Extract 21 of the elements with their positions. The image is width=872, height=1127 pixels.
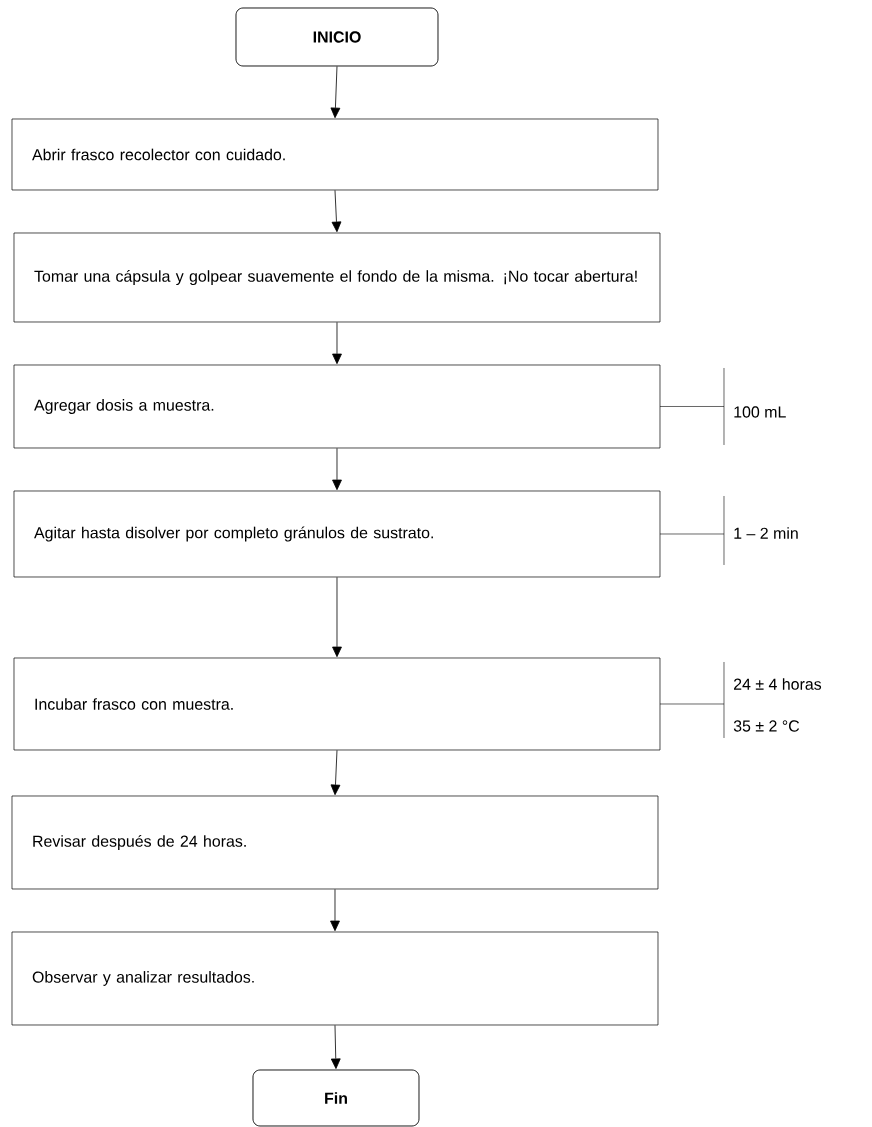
- measure-label: 100 mL: [734, 406, 786, 418]
- arrow: [331, 189, 342, 233]
- process-box: Abrir frasco recolector con cuidado.: [11, 118, 659, 191]
- process-box: Revisar después de 24 horas.: [11, 795, 659, 890]
- arrow: [330, 749, 341, 796]
- process-box: Agitar hasta disolver por completo gránulos de sustrato.: [13, 490, 661, 578]
- process-box: Observar y analizar resultados.: [11, 931, 659, 1026]
- process-box: Tomar una cápsula y golpear suavemente el fondo de la misma. ¡No tocar abertura!: [13, 232, 661, 323]
- measure-label: 35 ± 2 °C: [733, 720, 800, 732]
- process-box: Agregar dosis a muestra.: [13, 364, 661, 449]
- arrow: [332, 321, 342, 365]
- arrow: [330, 66, 341, 119]
- arrow: [332, 576, 342, 658]
- arrow: [330, 1024, 341, 1069]
- terminal-box: INICIO: [235, 7, 439, 67]
- arrow: [332, 447, 342, 491]
- measure-label: 1 – 2 min: [734, 527, 798, 539]
- arrow: [330, 888, 340, 932]
- measure-label: 24 ± 4 horas: [734, 678, 822, 690]
- terminal-box: Fin: [252, 1069, 420, 1127]
- process-box: Incubar frasco con muestra.: [13, 657, 661, 751]
